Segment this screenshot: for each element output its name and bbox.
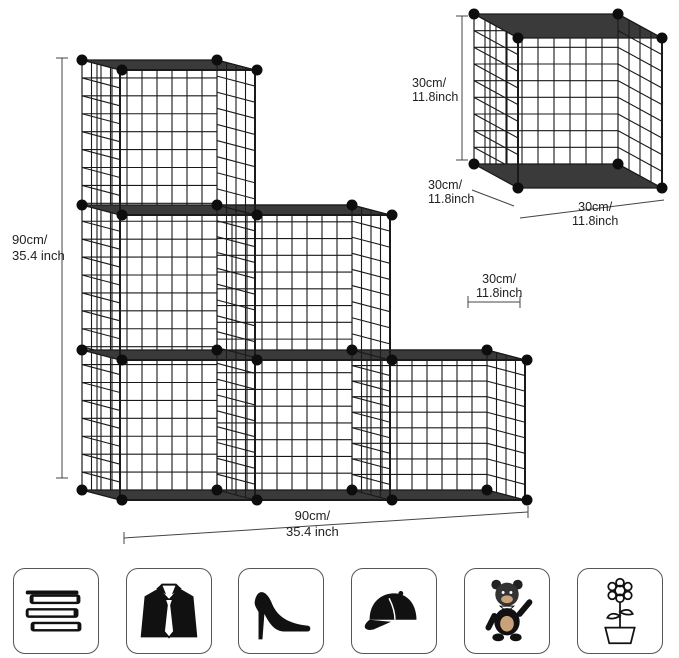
single-depth-imperial: 11.8inch [428,192,475,206]
connector [116,209,128,221]
width-label: 90cm/ 35.4 inch [286,508,339,540]
connector [521,354,533,366]
cap-icon [351,568,437,654]
front-frame [119,69,526,501]
connector [211,54,223,66]
teddy-bear-icon [464,568,550,654]
connector [76,199,88,211]
back-grid-col2 [216,204,353,491]
width-imperial: 35.4 inch [286,524,339,539]
connector [346,344,358,356]
connector [251,209,263,221]
connector [521,494,533,506]
connector [468,158,480,170]
connector [612,8,624,20]
single-left-grid [473,13,519,189]
single-bottom-panel [473,163,663,189]
back-grid-col1 [81,59,218,491]
connector [468,8,480,20]
connector [481,344,493,356]
dimension-lines [56,15,665,544]
flower-pot-icon [577,568,663,654]
single-right-grid [617,13,663,189]
bottom-panel [81,489,526,501]
connector [116,354,128,366]
connector [211,344,223,356]
connector [612,158,624,170]
single-height-imperial: 11.8inch [412,90,459,104]
single-depth-metric: 30cm/ [428,178,463,192]
single-depth-label: 30cm/ 11.8inch [428,178,474,206]
top-panel-col1 [81,59,256,71]
height-metric: 90cm/ [12,232,48,247]
books-icon [13,568,99,654]
single-width-label: 30cm/ 11.8inch [572,200,618,228]
single-height-metric: 30cm/ [412,76,447,90]
side-grid-c2 [351,204,391,361]
connector [512,32,524,44]
single-top-panel [473,13,663,39]
depth-metric: 30cm/ [482,272,517,286]
single-height-label: 30cm/ 11.8inch [412,76,458,104]
height-label: 90cm/ 35.4 inch [12,232,65,264]
height-imperial: 35.4 inch [12,248,65,263]
high-heel-icon [238,568,324,654]
connector [386,494,398,506]
left-side-grid [81,59,121,501]
connector [76,344,88,356]
depth-label: 30cm/ 11.8inch [476,272,522,300]
width-metric: 90cm/ [294,508,331,523]
side-grid-c3 [486,349,526,501]
connector [251,354,263,366]
shelf-level1 [81,349,526,361]
connector [211,199,223,211]
connector [656,32,668,44]
connector [512,182,524,194]
side-grid-c1 [216,59,256,216]
single-width-imperial: 11.8inch [572,214,619,228]
connector [386,354,398,366]
connector [76,54,88,66]
connector [116,64,128,76]
shirt-tie-icon [126,568,212,654]
connector [251,64,263,76]
connector [481,484,493,496]
connector [346,484,358,496]
cube-shelf-illustration [56,8,668,544]
connector [251,494,263,506]
connector [386,209,398,221]
connector [211,484,223,496]
single-width-metric: 30cm/ [578,200,613,214]
connector [76,484,88,496]
connector [346,199,358,211]
divider-grid-b [351,349,391,501]
single-front-frame [517,38,663,188]
connector [656,182,668,194]
depth-imperial: 11.8inch [476,286,523,300]
divider-grid-a [216,204,256,501]
connector [116,494,128,506]
